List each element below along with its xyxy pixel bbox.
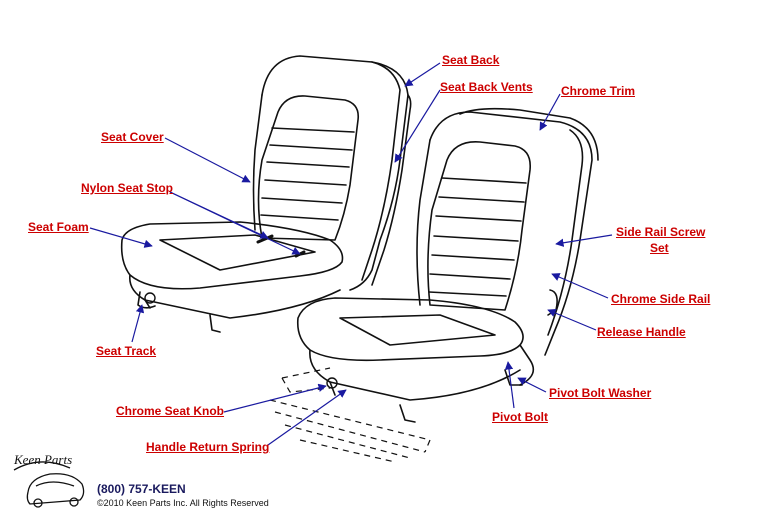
label-seat-back[interactable]: Seat Back [442, 53, 500, 67]
keen-parts-logo [13, 461, 85, 508]
leader-chrome-seat-knob [223, 383, 327, 413]
phone-number: (800) 757-KEEN [97, 482, 186, 496]
label-nylon-seat-stop[interactable]: Nylon Seat Stop [81, 181, 174, 195]
label-seat-foam[interactable]: Seat Foam [28, 220, 89, 234]
leader-seat-back [404, 62, 441, 87]
label-chrome-seat-knob[interactable]: Chrome Seat Knob [116, 404, 225, 418]
copyright: ©2010 Keen Parts Inc. All Rights Reserve… [97, 498, 269, 508]
seat-knob [144, 292, 338, 389]
leader-handle-return-spring [267, 389, 347, 446]
label-chrome-trim[interactable]: Chrome Trim [561, 84, 636, 98]
leader-pivot-bolt-washer [517, 377, 547, 393]
leader-seat-track [131, 304, 145, 343]
leader-nylon-seat-stop-2 [169, 191, 301, 255]
leader-pivot-bolt [504, 361, 515, 409]
right-seat-drawing [296, 107, 599, 423]
left-seat-drawing [120, 55, 412, 333]
leader-chrome-trim [539, 93, 561, 131]
label-pivot-bolt-washer[interactable]: Pivot Bolt Washer [549, 386, 652, 400]
leader-lines [89, 62, 613, 446]
floor-track-dashed [269, 367, 431, 463]
label-seat-track[interactable]: Seat Track [96, 344, 157, 358]
logo-text: Keen Parts [14, 452, 73, 467]
leader-chrome-side-rail [551, 273, 609, 299]
leader-side-rail-screw [555, 234, 613, 247]
leader-seat-foam [89, 227, 153, 248]
leader-seat-cover [164, 137, 251, 183]
leader-seat-back-vents [394, 89, 441, 163]
label-chrome-side-rail[interactable]: Chrome Side Rail [611, 292, 711, 306]
label-side-rail-screw[interactable]: Side Rail Screw [616, 225, 706, 239]
label-pivot-bolt[interactable]: Pivot Bolt [492, 410, 548, 424]
label-side-rail-screw-set[interactable]: Set [650, 241, 669, 255]
label-seat-cover[interactable]: Seat Cover [101, 130, 164, 144]
label-release-handle[interactable]: Release Handle [597, 325, 686, 339]
label-handle-return-spring[interactable]: Handle Return Spring [146, 440, 270, 454]
label-seat-back-vents[interactable]: Seat Back Vents [440, 80, 533, 94]
leader-release-handle [547, 309, 597, 331]
